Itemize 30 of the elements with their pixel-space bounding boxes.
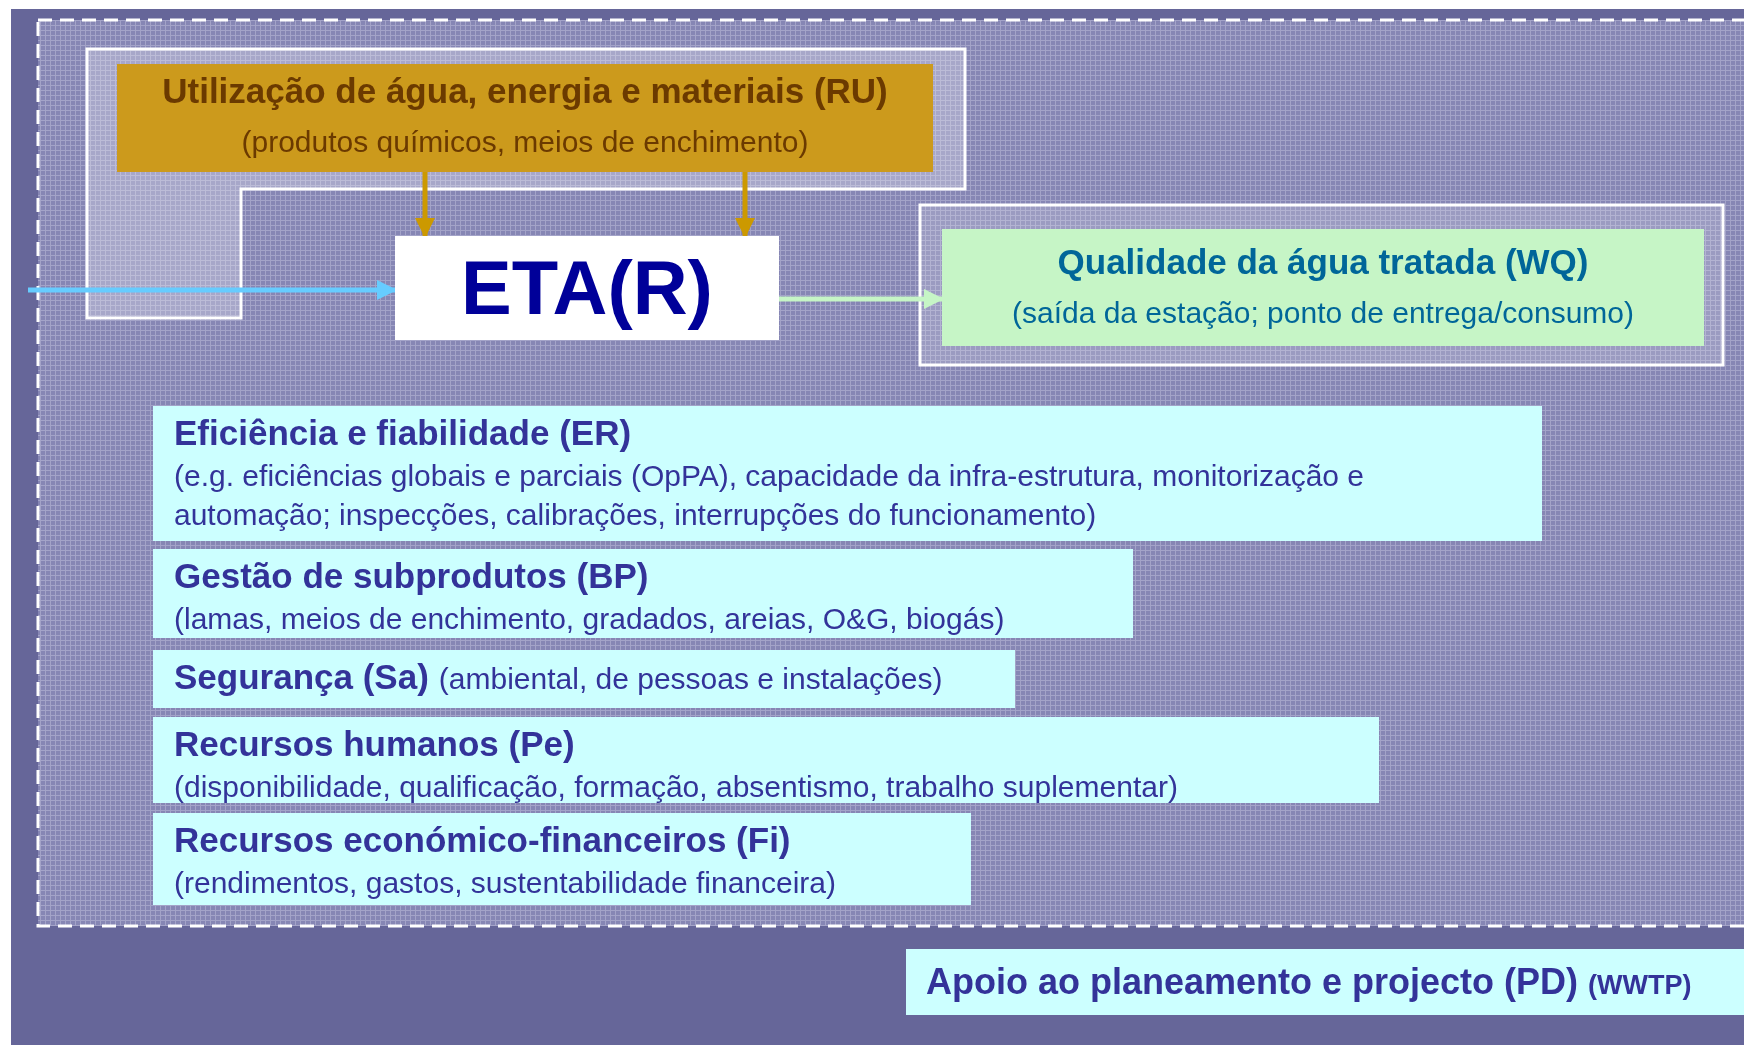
arrow [779, 289, 944, 309]
heading-text: Recursos humanos (Pe) [174, 723, 576, 765]
heading-text: Eficiência e fiabilidade (ER) [174, 412, 633, 454]
heading-text: Apoio ao planeamento e projecto (PD) [926, 960, 1579, 1004]
quality-box [942, 229, 1704, 346]
heading-text: Qualidade da água tratada (WQ) [1056, 241, 1590, 283]
description-text: (lamas, meios de enchimento, gradados, areias, O&G, biogás) [174, 601, 1006, 637]
description-text: (rendimentos, gastos, sustentabilidade financeira) [174, 865, 838, 901]
indicator-box [153, 406, 1542, 541]
heading-text: Gestão de subprodutos (BP) [174, 555, 650, 597]
indicator-box [153, 549, 1133, 638]
heading-text: ETA(R) [461, 244, 713, 333]
description-text: (WWTP) [1588, 969, 1692, 1002]
heading-text: Utilização de água, energia e materiais (RU) [161, 70, 889, 112]
arrow [28, 280, 397, 300]
description-text: (produtos químicos, meios de enchimento) [240, 124, 810, 160]
indicator-box [153, 717, 1379, 803]
support-box [906, 949, 1744, 1015]
plant-box [395, 236, 779, 340]
description-text: (saída da estação; ponto de entrega/consumo) [1010, 295, 1636, 331]
heading-text: Recursos económico-financeiros (Fi) [174, 819, 792, 861]
resource-box [117, 64, 933, 172]
description-text: (e.g. eficiências globais e parciais (OpPA), capacidade da infra-estrutura, monitorização e automação; inspecções, calibrações, interrupções do funcionamento) [174, 458, 1366, 533]
arrow [735, 172, 755, 238]
indicator-box [153, 813, 971, 905]
indicator-box [153, 650, 1015, 708]
arrow [415, 172, 435, 238]
description-text: (ambiental, de pessoas e instalações) [438, 661, 943, 697]
description-text: (disponibilidade, qualificação, formação, absentismo, trabalho suplementar) [174, 769, 1179, 805]
heading-text: Segurança (Sa) [174, 656, 429, 698]
